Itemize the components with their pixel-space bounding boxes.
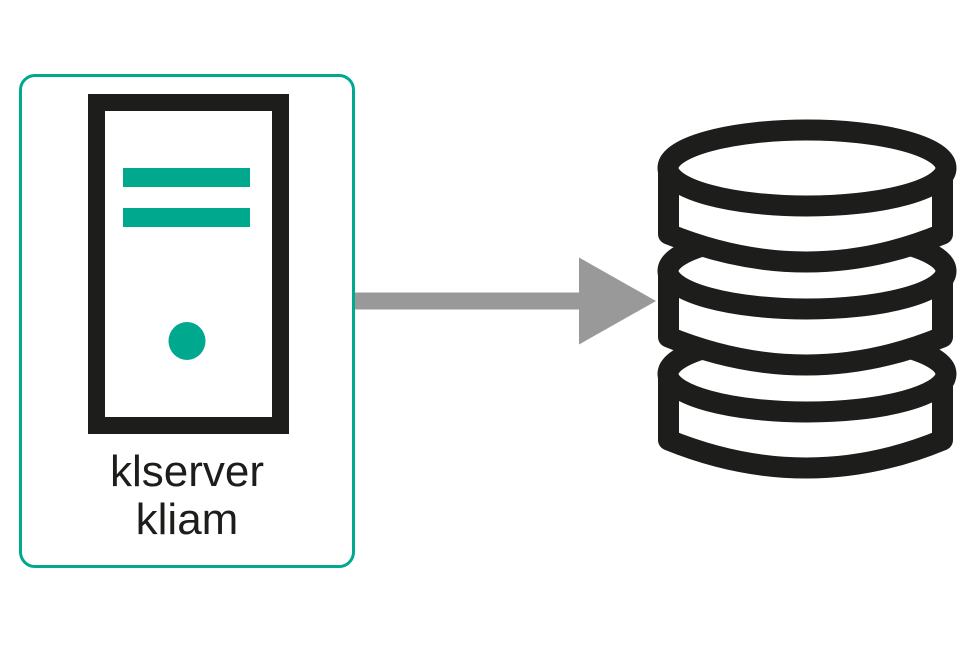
database-disc-top-rim — [657, 119, 957, 217]
database-icon — [657, 119, 957, 479]
server-power-dot — [168, 322, 206, 360]
service-name: kliam — [135, 495, 239, 544]
arrow-right-icon — [355, 257, 656, 345]
arrow-head — [579, 257, 656, 345]
server-tower-case — [88, 94, 289, 434]
server-drive-bay-top — [123, 168, 250, 187]
server-node-label: klserver kliam — [22, 448, 352, 544]
server-tower-icon — [88, 94, 289, 434]
server-name: klserver — [109, 447, 265, 496]
server-node-box: klserver kliam — [19, 74, 355, 568]
arrow-shaft — [355, 292, 581, 310]
server-drive-bay-bottom — [123, 208, 250, 227]
